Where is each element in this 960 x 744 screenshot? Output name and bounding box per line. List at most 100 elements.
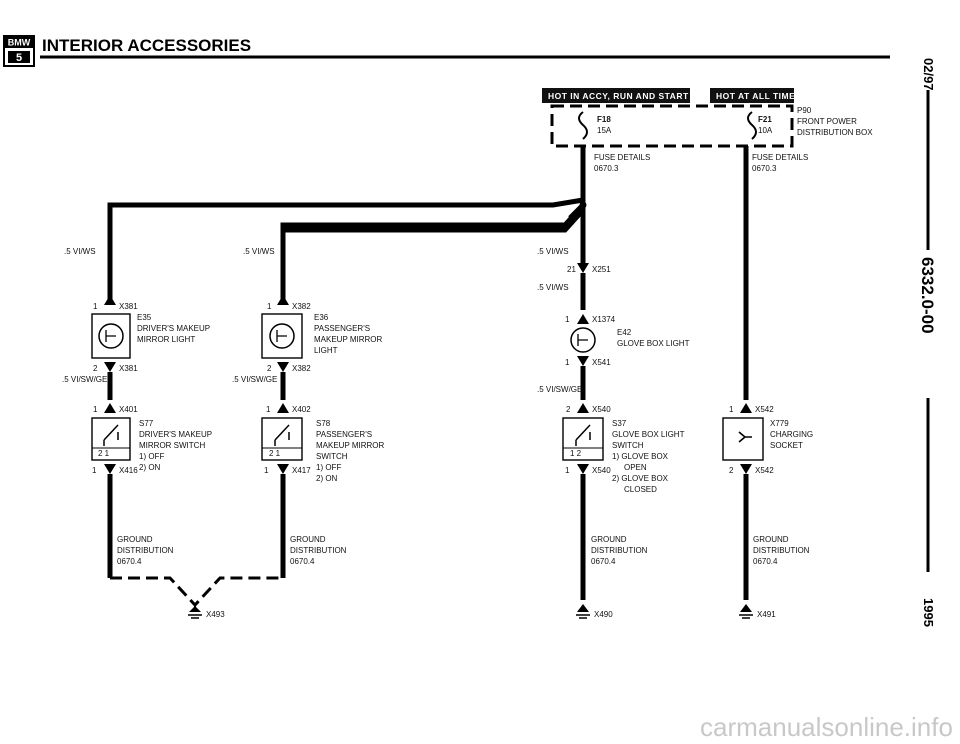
e35-desc2: MIRROR LIGHT [137, 335, 195, 344]
banner-accy: HOT IN ACCY, RUN AND START [542, 88, 690, 103]
s77-desc1: DRIVER'S MAKEUP [139, 430, 212, 439]
glovebox-ground-3: 0670.4 [591, 557, 616, 566]
fuse-ref-left: 0670.3 [594, 164, 619, 173]
x1374-label: X1374 [592, 315, 616, 324]
x540-pin-top: 2 [566, 405, 571, 414]
p90-desc1: FRONT POWER [797, 117, 857, 126]
ground-x493-label: X493 [206, 610, 225, 619]
s77-pos2: 2) ON [139, 463, 161, 472]
glovebox-wire-color-3: .5 VI/SW/GE [537, 385, 582, 394]
s78-label: S78 [316, 419, 331, 428]
switch-icon [103, 424, 119, 446]
logo-series: 5 [16, 52, 22, 64]
s37-pos1b: OPEN [624, 463, 647, 472]
x540-top: X540 [592, 405, 611, 414]
page-title: INTERIOR ACCESSORIES [42, 36, 251, 55]
passenger-x382-top: X382 [292, 302, 311, 311]
x541-label: X541 [592, 358, 611, 367]
fuse-f18-amp: 15A [597, 126, 612, 135]
fuse-ref-right: 0670.3 [752, 164, 777, 173]
charging-ground-3: 0670.4 [753, 557, 778, 566]
x779-label: X779 [770, 419, 789, 428]
fuse-f21-symbol [747, 111, 757, 140]
fuse-details-left: FUSE DETAILS [594, 153, 650, 162]
sidebar: 02/97 6332.0-00 1995 [918, 55, 940, 638]
s37-pos1: 1) GLOVE BOX [612, 452, 669, 461]
driver-x416: X416 [119, 466, 138, 475]
ground-x493-icon [188, 606, 202, 619]
sidebar-code: 6332.0-00 [918, 257, 937, 334]
power-distribution-box: F18 15A F21 10A P90 FRONT POWER DISTRIBU… [550, 104, 873, 148]
fuse-f21-amp: 10A [758, 126, 773, 135]
s78-desc1: PASSENGER'S [316, 430, 372, 439]
passenger-x382-bottom: X382 [292, 364, 311, 373]
ground-x490-icon [576, 604, 590, 619]
e42-label: E42 [617, 328, 632, 337]
s78-pins: 2 1 [269, 449, 281, 458]
watermark: carmanualsonline.info [700, 712, 953, 742]
x779-desc2: SOCKET [770, 441, 803, 450]
x542-bottom: X542 [755, 466, 774, 475]
x540-pin-bottom: 1 [565, 466, 570, 475]
ground-x491-icon [739, 604, 753, 619]
s37-desc2: SWITCH [612, 441, 644, 450]
driver-ground-3: 0670.4 [117, 557, 142, 566]
x541-pin: 1 [565, 358, 570, 367]
passenger-x402: X402 [292, 405, 311, 414]
driver-x401: X401 [119, 405, 138, 414]
sidebar-date: 02/97 [921, 58, 936, 91]
passenger-x417: X417 [292, 466, 311, 475]
glovebox-wire-color-1: .5 VI/WS [537, 247, 569, 256]
driver-x381-pin2: 2 [93, 364, 98, 373]
s77-desc2: MIRROR SWITCH [139, 441, 205, 450]
e35-label: E35 [137, 313, 152, 322]
e36-desc2: MAKEUP MIRROR [314, 335, 383, 344]
e36-desc1: PASSENGER'S [314, 324, 370, 333]
sidebar-year: 1995 [921, 598, 936, 627]
s77-pos1: 1) OFF [139, 452, 164, 461]
passenger-ground-1: GROUND [290, 535, 326, 544]
fuse-f21-label: F21 [758, 115, 772, 124]
fuse-f18-label: F18 [597, 115, 611, 124]
s78-box [261, 417, 303, 461]
shared-ground-dashed [110, 576, 283, 608]
s37-pins: 1 2 [570, 449, 582, 458]
x779-box [722, 417, 764, 461]
banner-accy-text: HOT IN ACCY, RUN AND START [548, 91, 689, 101]
driver-x381-top: X381 [119, 302, 138, 311]
passenger-wire-color-2: .5 VI/SW/GE [232, 375, 277, 384]
driver-x381-bottom: X381 [119, 364, 138, 373]
p90-desc2: DISTRIBUTION BOX [797, 128, 873, 137]
ground-x491-label: X491 [757, 610, 776, 619]
banner-always-text: HOT AT ALL TIMES [716, 91, 801, 101]
s77-pins: 2 1 [98, 449, 110, 458]
s77-box [91, 417, 131, 461]
switch-icon [274, 424, 290, 446]
passenger-x402-pin: 1 [266, 405, 271, 414]
x542-pin-top: 1 [729, 405, 734, 414]
x542-pin-bottom: 2 [729, 466, 734, 475]
e42-desc: GLOVE BOX LIGHT [617, 339, 690, 348]
x251-label: X251 [592, 265, 611, 274]
switch-icon [575, 424, 591, 446]
x251-pin: 21 [567, 265, 576, 274]
glovebox-ground-2: DISTRIBUTION [591, 546, 648, 555]
s37-desc1: GLOVE BOX LIGHT [612, 430, 685, 439]
passenger-ground-3: 0670.4 [290, 557, 315, 566]
passenger-ground-2: DISTRIBUTION [290, 546, 347, 555]
glovebox-wire-color-2: .5 VI/WS [537, 283, 569, 292]
glovebox-ground-1: GROUND [591, 535, 627, 544]
s37-box [562, 417, 604, 461]
e36-desc3: LIGHT [314, 346, 338, 355]
driver-ground-2: DISTRIBUTION [117, 546, 174, 555]
x542-top: X542 [755, 405, 774, 414]
charging-ground-1: GROUND [753, 535, 789, 544]
passenger-x382-pin2: 2 [267, 364, 272, 373]
driver-wire-color-1: .5 VI/WS [64, 247, 96, 256]
lamp-icon [577, 334, 588, 346]
s37-label: S37 [612, 419, 627, 428]
fuse-details-right: FUSE DETAILS [752, 153, 808, 162]
e35-desc1: DRIVER'S MAKEUP [137, 324, 210, 333]
x540-bottom: X540 [592, 466, 611, 475]
